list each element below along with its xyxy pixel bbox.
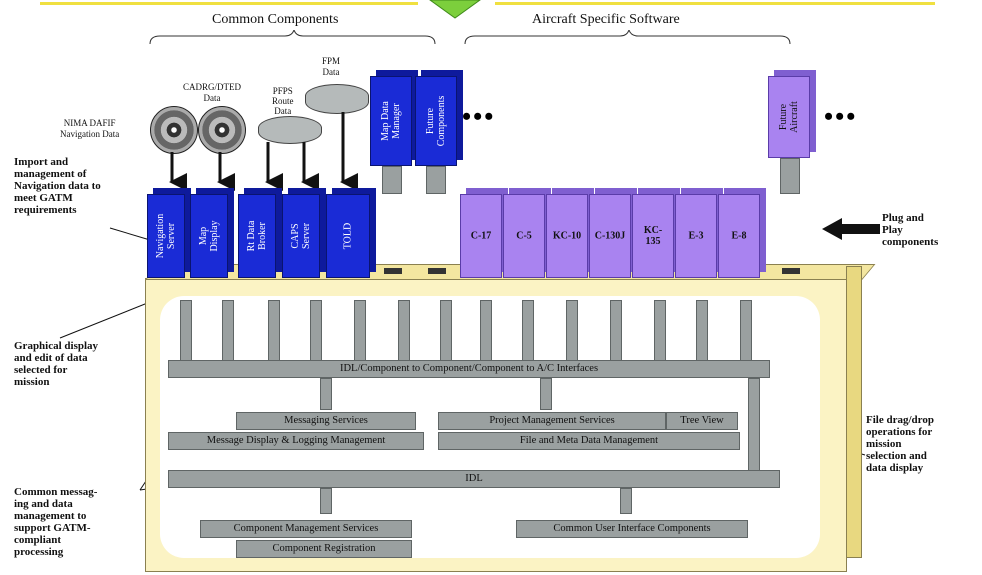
message-display-bar: Message Display & Logging Management — [168, 432, 424, 450]
pillar — [440, 300, 452, 362]
pfps-database-icon — [258, 116, 322, 144]
graphical-annotation: Graphical display and edit of data selec… — [14, 340, 99, 388]
component-registration-bar: Component Registration — [236, 540, 412, 558]
pillar — [740, 300, 752, 362]
empty-slot-3 — [782, 268, 800, 274]
pillar — [696, 300, 708, 362]
component-mgmt-bar: Component Management Services — [200, 520, 412, 538]
common-ellipsis: ••• — [462, 102, 496, 131]
aircraft-software-header: Aircraft Specific Software — [532, 12, 680, 27]
c5-module[interactable]: C-5 — [503, 194, 545, 278]
green-arrow-icon — [429, 0, 481, 19]
pillar — [310, 300, 322, 362]
pillar — [522, 300, 534, 362]
common-components-header: Common Components — [212, 12, 339, 27]
top-rule-right — [495, 2, 935, 5]
vertical-connector — [320, 488, 332, 514]
future-components-module[interactable]: Future Components — [415, 76, 457, 166]
c17-module[interactable]: C-17 — [460, 194, 502, 278]
kc135-module[interactable]: KC- 135 — [632, 194, 674, 278]
navigation-server-module[interactable]: Navigation Server — [147, 194, 185, 278]
file-meta-bar: File and Meta Data Management — [438, 432, 740, 450]
top-rule-left — [40, 2, 418, 5]
messaging-services-bar: Messaging Services — [236, 412, 416, 430]
empty-slot-2 — [428, 268, 446, 274]
c130j-module[interactable]: C-130J — [589, 194, 631, 278]
vertical-connector — [540, 378, 552, 410]
idl-bar: IDL — [168, 470, 780, 488]
pillar — [398, 300, 410, 362]
project-management-bar: Project Management Services — [438, 412, 666, 430]
plug-play-annotation: Plug and Play components — [882, 212, 939, 248]
kc10-module[interactable]: KC-10 — [546, 194, 588, 278]
pillar — [268, 300, 280, 362]
dafif-disk-icon — [150, 106, 198, 154]
aircraft-ellipsis: ••• — [824, 102, 858, 131]
vertical-connector — [620, 488, 632, 514]
future-aircraft-pin — [780, 158, 800, 194]
pillar — [222, 300, 234, 362]
map-display-module[interactable]: Map Display — [190, 194, 228, 278]
rt-data-broker-module[interactable]: Rt Data Broker — [238, 194, 276, 278]
cadrg-disk-icon — [198, 106, 246, 154]
e8-module[interactable]: E-8 — [718, 194, 760, 278]
pillar — [480, 300, 492, 362]
pillar — [654, 300, 666, 362]
cadrg-label: CADRG/DTED Data — [183, 82, 241, 103]
idl-interfaces-bar: IDL/Component to Component/Component to … — [168, 360, 770, 378]
platform-side-face — [846, 266, 862, 558]
caps-server-module[interactable]: CAPS Server — [282, 194, 320, 278]
messaging-annotation: Common messag- ing and data management t… — [14, 486, 98, 558]
common-ui-bar: Common User Interface Components — [516, 520, 748, 538]
told-module[interactable]: TOLD — [326, 194, 370, 278]
fpm-label: FPM Data — [322, 56, 341, 77]
file-drag-annotation: File drag/drop operations for mission se… — [866, 414, 934, 474]
pillar — [566, 300, 578, 362]
map-data-manager-pin — [382, 166, 402, 194]
map-data-manager-module[interactable]: Map Data Manager — [370, 76, 412, 166]
fpm-database-icon — [305, 84, 369, 114]
future-aircraft-module[interactable]: Future Aircraft — [768, 76, 810, 158]
pillar — [610, 300, 622, 362]
pfps-label: PFPS Route Data — [272, 86, 294, 116]
future-components-pin — [426, 166, 446, 194]
pillar — [354, 300, 366, 362]
empty-slot-1 — [384, 268, 402, 274]
pillar — [180, 300, 192, 362]
vertical-connector — [748, 378, 760, 472]
dafif-label: NIMA DAFIF Navigation Data — [60, 118, 120, 139]
import-annotation: Import and management of Navigation data… — [14, 156, 101, 216]
tree-view-bar: Tree View — [666, 412, 738, 430]
header-braces — [149, 30, 791, 45]
vertical-connector — [320, 378, 332, 410]
e3-module[interactable]: E-3 — [675, 194, 717, 278]
